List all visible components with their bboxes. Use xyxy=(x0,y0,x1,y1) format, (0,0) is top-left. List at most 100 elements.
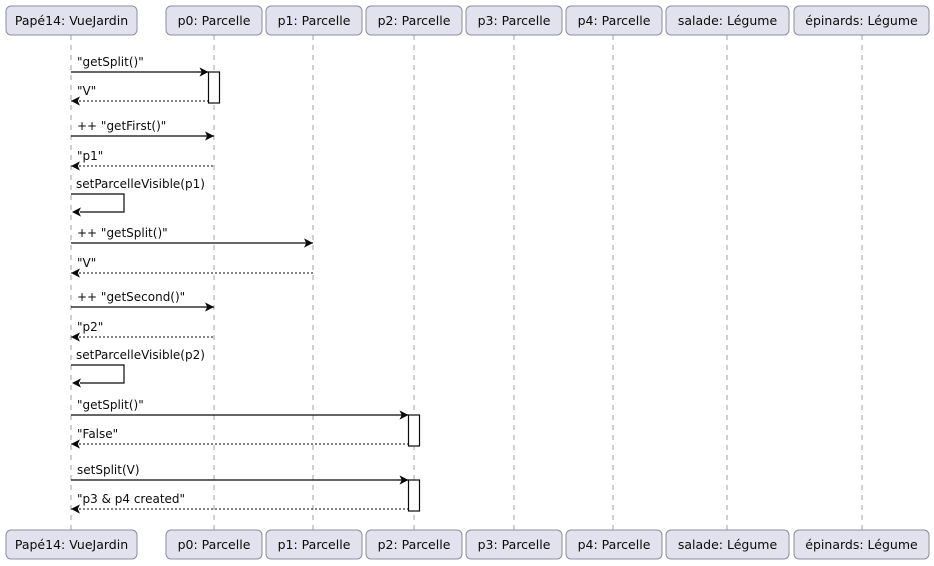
participant-footer-salade[interactable]: salade: Légume xyxy=(665,529,790,560)
participant-footer-vuejardin[interactable]: Papé14: VueJardin xyxy=(5,529,138,560)
message-m2[interactable]: "V" xyxy=(71,84,209,106)
activation-box-p2 xyxy=(407,414,421,447)
participant-label: salade: Légume xyxy=(678,537,778,552)
arrowhead xyxy=(199,67,209,77)
message-m11[interactable]: "getSplit()" xyxy=(71,398,409,420)
participant-box xyxy=(5,5,138,36)
message-label: "V" xyxy=(77,84,96,98)
message-m6[interactable]: ++ "getSplit()" xyxy=(71,226,313,248)
message-m3[interactable]: ++ "getFirst()" xyxy=(71,119,214,141)
participant-box xyxy=(265,5,363,36)
participant-footer-p1[interactable]: p1: Parcelle xyxy=(265,529,363,560)
participant-label: p1: Parcelle xyxy=(278,13,351,28)
participant-footer-p2[interactable]: p2: Parcelle xyxy=(365,529,463,560)
participant-label: p4: Parcelle xyxy=(578,537,651,552)
arrowhead xyxy=(72,378,81,388)
participant-label: p2: Parcelle xyxy=(378,537,451,552)
arrowhead xyxy=(71,504,80,514)
participant-box xyxy=(365,5,463,36)
participant-footer-p4[interactable]: p4: Parcelle xyxy=(565,529,663,560)
participant-label: p0: Parcelle xyxy=(178,13,251,28)
message-m5[interactable]: setParcelleVisible(p1) xyxy=(71,177,205,217)
lifeline-layer xyxy=(70,35,863,530)
participant-header-p0[interactable]: p0: Parcelle xyxy=(165,5,263,36)
arrowhead xyxy=(71,268,80,278)
participant-footer-p3[interactable]: p3: Parcelle xyxy=(465,529,563,560)
message-label: setParcelleVisible(p2) xyxy=(76,348,205,362)
arrowhead xyxy=(71,332,80,342)
arrowhead xyxy=(205,302,214,312)
participant-box xyxy=(665,5,790,36)
arrowhead xyxy=(71,439,80,449)
message-label: setParcelleVisible(p1) xyxy=(76,177,205,191)
participant-label: p3: Parcelle xyxy=(478,13,551,28)
participant-footer-epinards[interactable]: épinards: Légume xyxy=(793,529,930,560)
message-label: ++ "getSecond()" xyxy=(77,290,185,304)
message-m7[interactable]: "V" xyxy=(71,256,313,278)
participant-header-p3[interactable]: p3: Parcelle xyxy=(465,5,563,36)
participant-box xyxy=(793,529,930,560)
participant-layer: Papé14: VueJardin p0: Parcelle p1: Parcell… xyxy=(5,5,930,560)
participant-box xyxy=(165,529,263,560)
message-label: ++ "getFirst()" xyxy=(77,119,166,133)
participant-label: p4: Parcelle xyxy=(578,13,651,28)
self-message-path xyxy=(71,364,125,384)
participant-box xyxy=(465,529,563,560)
message-m4[interactable]: "p1" xyxy=(71,149,214,171)
message-m12[interactable]: "False" xyxy=(71,427,409,449)
participant-box xyxy=(265,529,363,560)
participant-header-p1[interactable]: p1: Parcelle xyxy=(265,5,363,36)
message-label: setSplit(V) xyxy=(77,463,140,477)
participant-label: Papé14: VueJardin xyxy=(15,537,128,552)
arrowhead xyxy=(205,131,214,141)
participant-label: épinards: Légume xyxy=(805,13,918,28)
arrowhead xyxy=(71,96,80,106)
message-m10[interactable]: setParcelleVisible(p2) xyxy=(71,348,205,388)
participant-label: p1: Parcelle xyxy=(278,537,351,552)
message-label: "p2" xyxy=(77,320,103,334)
participant-box xyxy=(365,529,463,560)
activation-layer xyxy=(207,71,421,512)
participant-label: Papé14: VueJardin xyxy=(15,13,128,28)
participant-label: salade: Légume xyxy=(678,13,778,28)
participant-header-p2[interactable]: p2: Parcelle xyxy=(365,5,463,36)
message-label: "getSplit()" xyxy=(77,55,144,69)
activation-box-p2 xyxy=(407,479,421,512)
arrowhead xyxy=(71,161,80,171)
message-m13[interactable]: setSplit(V) xyxy=(71,463,409,485)
participant-header-vuejardin[interactable]: Papé14: VueJardin xyxy=(5,5,138,36)
message-label: "p1" xyxy=(77,149,103,163)
participant-box xyxy=(793,5,930,36)
message-m1[interactable]: "getSplit()" xyxy=(71,55,209,77)
message-m14[interactable]: "p3 & p4 created" xyxy=(71,492,409,514)
arrowhead xyxy=(304,238,313,248)
participant-box xyxy=(165,5,263,36)
participant-label: p3: Parcelle xyxy=(478,537,551,552)
message-label: "False" xyxy=(77,427,118,441)
arrowhead xyxy=(399,410,409,420)
participant-box xyxy=(465,5,563,36)
arrowhead xyxy=(399,475,409,485)
participant-footer-p0[interactable]: p0: Parcelle xyxy=(165,529,263,560)
participant-label: p2: Parcelle xyxy=(378,13,451,28)
participant-header-p4[interactable]: p4: Parcelle xyxy=(565,5,663,36)
message-label: "V" xyxy=(77,256,96,270)
participant-label: épinards: Légume xyxy=(805,537,918,552)
message-m8[interactable]: ++ "getSecond()" xyxy=(71,290,214,312)
participant-box xyxy=(5,529,138,560)
message-label: "p3 & p4 created" xyxy=(77,492,185,506)
self-message-path xyxy=(71,193,125,213)
arrowhead xyxy=(72,207,81,217)
participant-header-epinards[interactable]: épinards: Légume xyxy=(793,5,930,36)
message-label: "getSplit()" xyxy=(77,398,144,412)
activation-box-p0 xyxy=(207,71,221,104)
message-layer: "getSplit()" "V" ++ "getFirst()" "p1" setPar… xyxy=(71,55,409,514)
participant-label: p0: Parcelle xyxy=(178,537,251,552)
message-m9[interactable]: "p2" xyxy=(71,320,214,342)
participant-box xyxy=(565,529,663,560)
participant-header-salade[interactable]: salade: Légume xyxy=(665,5,790,36)
participant-box xyxy=(665,529,790,560)
message-label: ++ "getSplit()" xyxy=(77,226,168,240)
